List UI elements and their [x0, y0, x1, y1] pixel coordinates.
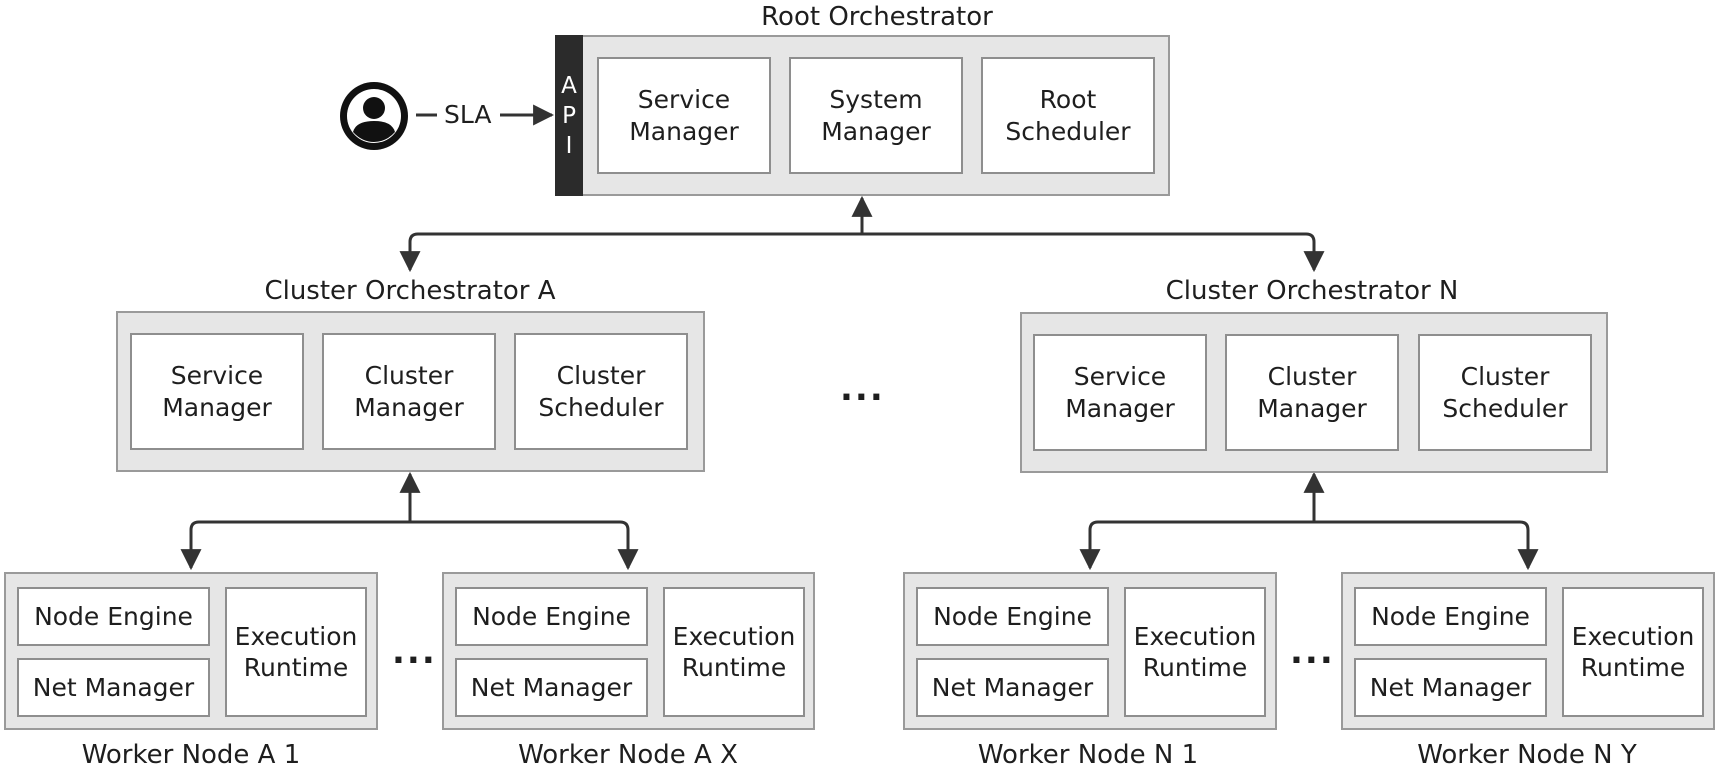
- worker-ax-node-engine: Node Engine: [455, 587, 648, 646]
- cluster-a-cluster-scheduler: Cluster Scheduler: [514, 333, 688, 450]
- sla-label: SLA: [444, 100, 492, 129]
- worker-ny-title: Worker Node N Y: [1417, 740, 1637, 770]
- worker-ax-execution-runtime: Execution Runtime: [663, 587, 805, 717]
- cluster-a-to-worker-ax-connector: [410, 520, 639, 571]
- api-letter: P: [562, 102, 576, 129]
- root-to-cluster-a-connector: [399, 232, 862, 273]
- worker-n1-title: Worker Node N 1: [977, 740, 1199, 770]
- cluster-a-title: Cluster Orchestrator A: [264, 276, 556, 306]
- cluster-n-title: Cluster Orchestrator N: [1165, 276, 1459, 306]
- worker-ny-node-engine: Node Engine: [1354, 587, 1547, 646]
- cluster-a-to-worker-a1-connector: [180, 520, 410, 571]
- worker-ax-title: Worker Node A X: [518, 740, 738, 770]
- api-letter: A: [561, 72, 577, 99]
- root-to-cluster-n-connector: [862, 232, 1325, 273]
- worker-ax-net-manager: Net Manager: [455, 658, 648, 717]
- worker-n1-node-engine: Node Engine: [916, 587, 1109, 646]
- cluster-n-cluster-scheduler: Cluster Scheduler: [1418, 334, 1592, 451]
- worker-ny-execution-runtime: Execution Runtime: [1562, 587, 1704, 717]
- root-orchestrator-title: Root Orchestrator: [761, 2, 993, 32]
- worker-a1-title: Worker Node A 1: [81, 740, 301, 770]
- worker-a1-execution-runtime: Execution Runtime: [225, 587, 367, 717]
- worker-a-ellipsis: ...: [392, 632, 437, 672]
- cluster-n-service-manager: Service Manager: [1033, 334, 1207, 451]
- cluster-n-cluster-manager: Cluster Manager: [1225, 334, 1399, 451]
- cluster-a-cluster-manager: Cluster Manager: [322, 333, 496, 450]
- api-bar: A P I: [555, 35, 583, 196]
- root-service-manager: Service Manager: [597, 57, 771, 174]
- user-avatar-icon: [338, 80, 410, 152]
- root-system-manager: System Manager: [789, 57, 963, 174]
- cluster-a-service-manager: Service Manager: [130, 333, 304, 450]
- worker-n-ellipsis: ...: [1290, 632, 1335, 672]
- worker-a1-node-engine: Node Engine: [17, 587, 210, 646]
- root-scheduler: Root Scheduler: [981, 57, 1155, 174]
- worker-n1-net-manager: Net Manager: [916, 658, 1109, 717]
- worker-ny-net-manager: Net Manager: [1354, 658, 1547, 717]
- cluster-n-to-worker-n1-connector: [1079, 520, 1314, 571]
- worker-n1-execution-runtime: Execution Runtime: [1124, 587, 1266, 717]
- worker-a1-net-manager: Net Manager: [17, 658, 210, 717]
- cluster-n-to-worker-ny-connector: [1314, 520, 1539, 571]
- cluster-ellipsis: ...: [840, 369, 885, 409]
- api-letter: I: [565, 132, 573, 159]
